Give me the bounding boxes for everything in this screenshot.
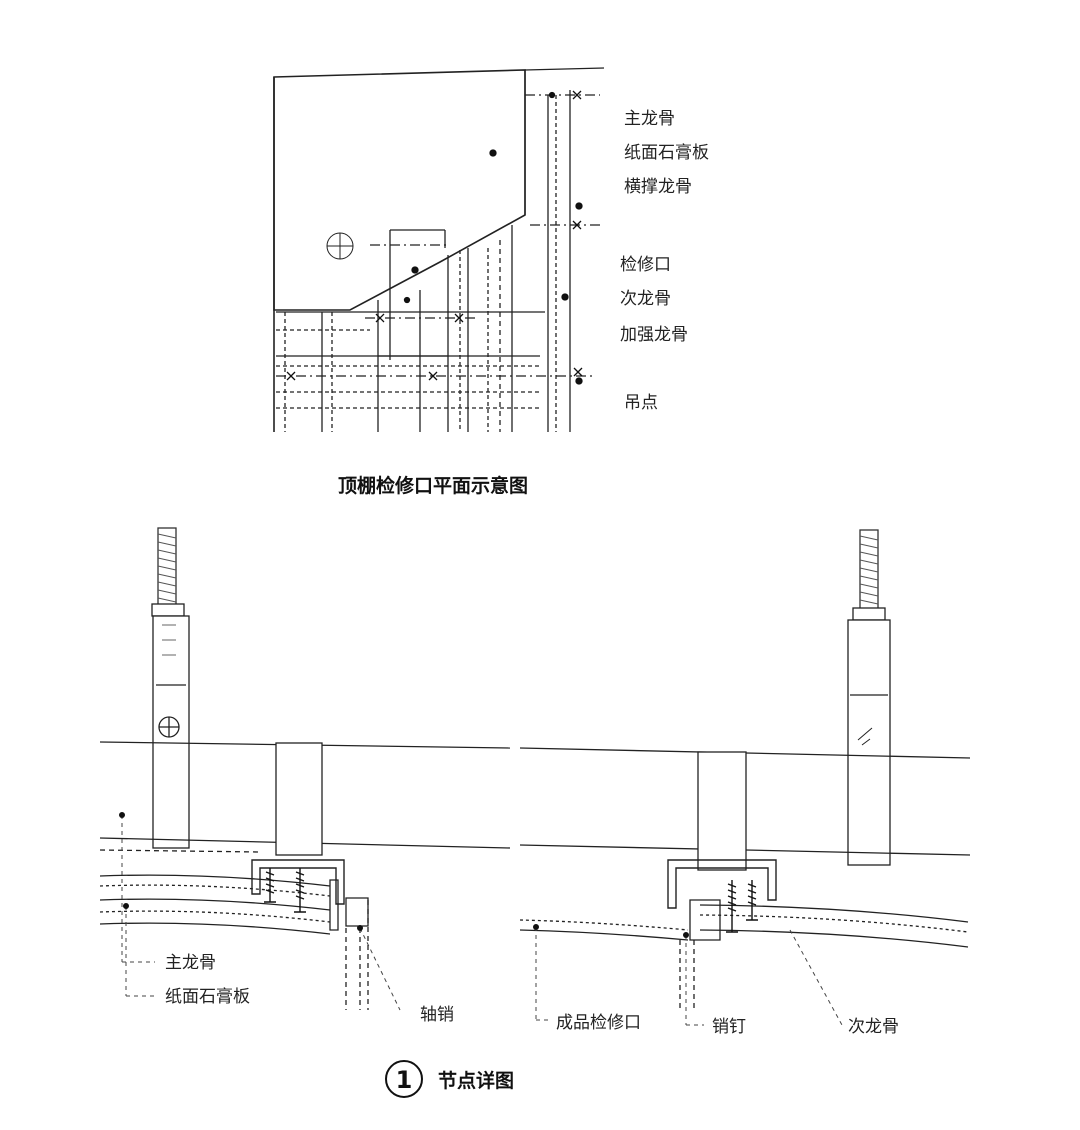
left-hanger xyxy=(152,615,190,849)
plan-label-hanging-point: 吊点 xyxy=(624,393,658,413)
right-hanger xyxy=(847,619,891,866)
plan-label-main-keel: 主龙骨 xyxy=(624,109,675,129)
detail-number-circle xyxy=(385,1060,423,1098)
detail-label-gypsum-board: 纸面石膏板 xyxy=(165,986,250,1007)
plan-label-reinforce-keel: 加强龙骨 xyxy=(620,325,688,345)
detail-label-secondary-keel: 次龙骨 xyxy=(848,1017,899,1037)
detail-label-pivot-pin: 轴销 xyxy=(420,1005,454,1025)
right-secondary-keel xyxy=(697,751,747,871)
detail-label-main-keel: 主龙骨 xyxy=(165,953,216,973)
detail-markers xyxy=(119,812,689,938)
detail-label-pin-nail: 销钉 xyxy=(712,1017,746,1037)
detail-label-finished-access-door: 成品检修口 xyxy=(556,1013,641,1033)
left-secondary-keel xyxy=(275,742,323,856)
screws xyxy=(264,868,758,933)
plan-gypsum-board-shape xyxy=(273,69,526,311)
leader-lines xyxy=(121,815,843,1026)
left-threaded-rod xyxy=(151,527,185,617)
plan-markers xyxy=(286,90,583,385)
plan-drawing xyxy=(273,67,605,432)
detail-title: 节点详图 xyxy=(438,1069,514,1092)
plan-label-gypsum-board: 纸面石膏板 xyxy=(624,142,709,163)
detail-drawing xyxy=(99,527,971,1026)
plan-label-cross-keel: 横撑龙骨 xyxy=(624,177,692,197)
plan-label-secondary-keel: 次龙骨 xyxy=(620,289,671,309)
right-threaded-rod xyxy=(852,529,886,621)
detail-number: 1 xyxy=(396,1066,413,1094)
plan-label-access-door: 检修口 xyxy=(620,255,671,275)
plan-title: 顶棚检修口平面示意图 xyxy=(338,474,528,497)
